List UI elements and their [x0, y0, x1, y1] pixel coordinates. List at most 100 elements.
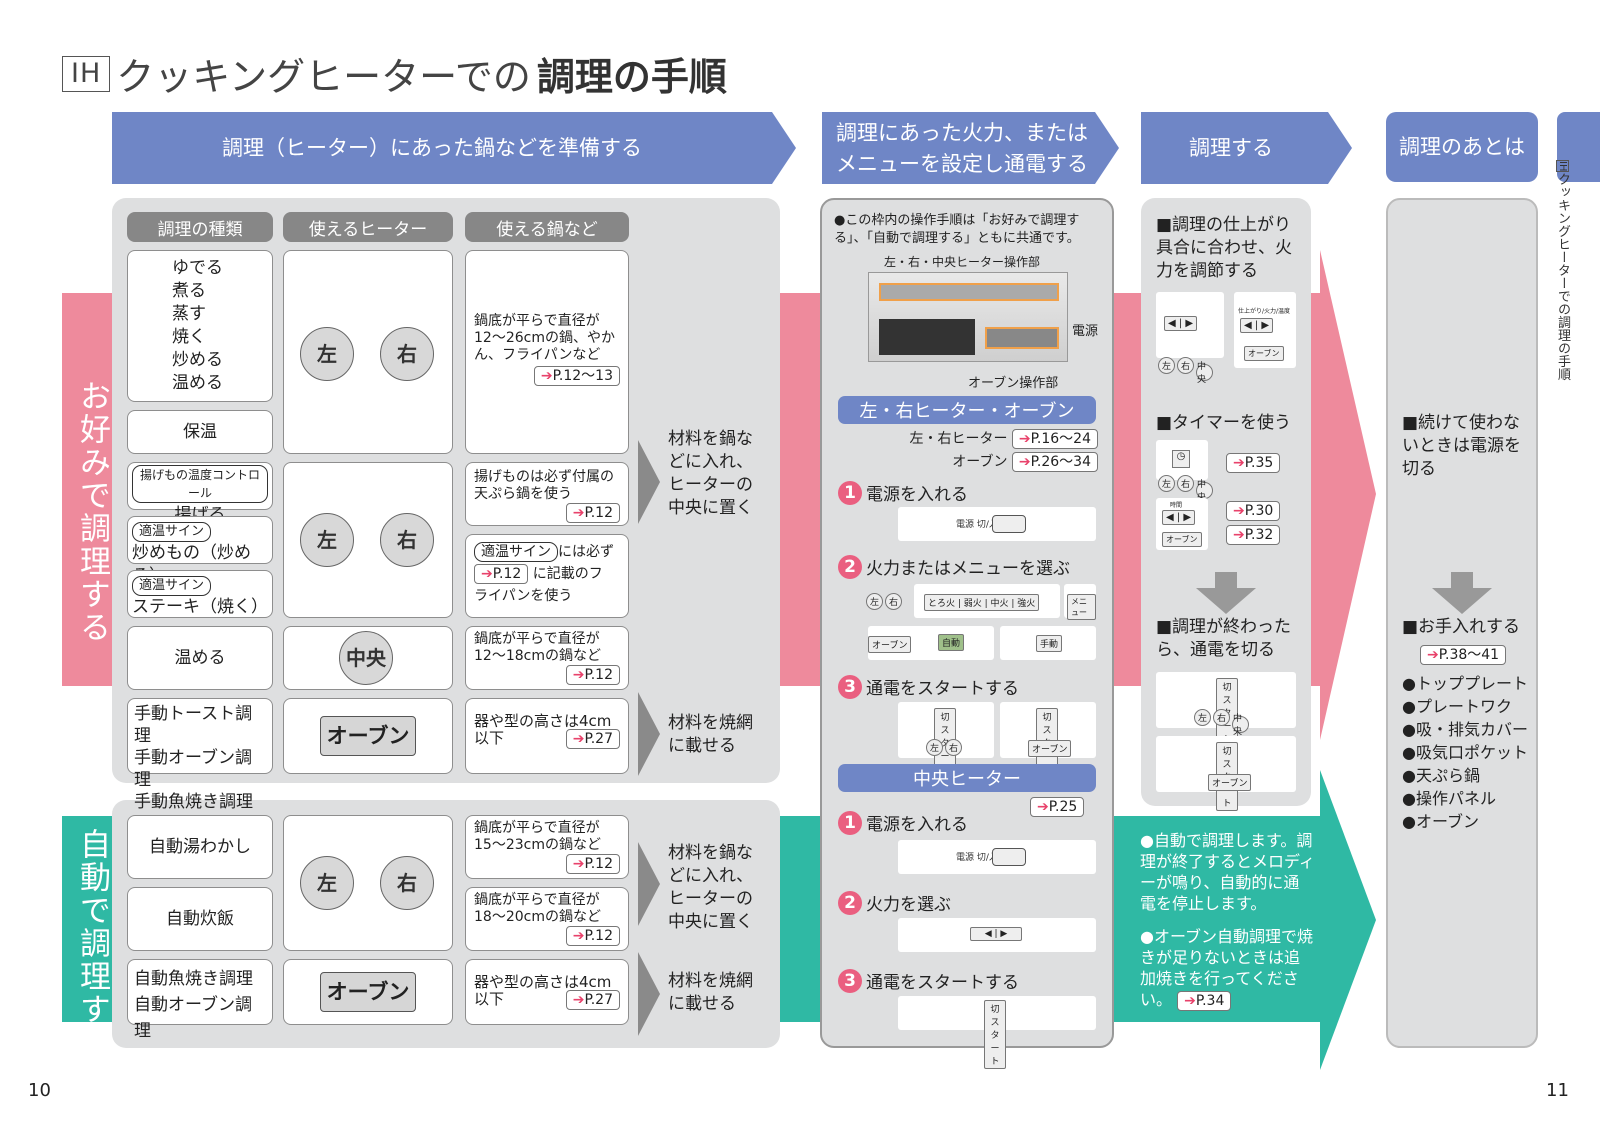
side-label-text: クッキングヒーターでの調理の手順 [1555, 172, 1570, 381]
header-step4: 調理のあとは [1386, 112, 1538, 182]
note-grill-1: 材料を焼網に載せる [668, 713, 753, 756]
step-text: 電源を入れる [866, 485, 968, 505]
auto-button[interactable]: 自動 [938, 634, 965, 651]
page-ref-text: P.26〜34 [1030, 454, 1091, 470]
center-select-button[interactable]: 中央 [1196, 362, 1213, 385]
type-item: 温める [172, 373, 223, 393]
step-number: 1 [838, 810, 862, 835]
page-ref[interactable]: ➔P.12 [474, 564, 529, 584]
timer-panel: ◷ [1156, 440, 1208, 480]
page-ref[interactable]: ➔P.12 [565, 665, 620, 685]
title-main: クッキングヒーターでの [116, 55, 531, 99]
oven-button[interactable]: オーブン [1162, 532, 1202, 547]
heater-cell-lr-2: 左 右 [283, 462, 453, 618]
type-cell-warm: 温める [127, 626, 273, 690]
pot-text: ライパンを使う [474, 588, 573, 604]
type-cell-manual-oven: 手動トースト調理 手動オーブン調理 手動魚焼き調理 [127, 698, 273, 812]
menu-button[interactable]: メニュー [1067, 594, 1096, 620]
page-ref[interactable]: ➔P.35 [1226, 453, 1281, 473]
type-item: 蒸す [172, 304, 206, 324]
power-button-label: 電源 切/入 [956, 853, 998, 863]
oven-button[interactable]: オーブン [868, 636, 912, 653]
pot-text: 鍋底が平らで直径が15〜23cmの鍋など [474, 820, 601, 853]
pot-cell-auto-rice: 鍋底が平らで直径が18〜20cmの鍋など ➔P.12 [465, 887, 629, 951]
heater-cell-oven: オーブン [283, 698, 453, 774]
page-ref[interactable]: ➔P.12 [565, 503, 620, 523]
power-button[interactable] [992, 515, 1026, 533]
clock-icon[interactable]: ◷ [1172, 450, 1190, 468]
right-select-button[interactable]: 右 [1213, 709, 1230, 726]
manual-button[interactable]: 手動 [1036, 635, 1063, 652]
page-ref[interactable]: ➔P.16〜24 [1011, 429, 1098, 449]
power-button[interactable] [992, 848, 1026, 866]
left-select-button[interactable]: 左 [1194, 709, 1211, 726]
heater-cell-lr-auto: 左 右 [283, 815, 453, 951]
step-number: 2 [838, 554, 862, 579]
power-button-panel-center: 電源 切/入 [898, 840, 1096, 874]
page-ref[interactable]: ➔P.25 [1030, 797, 1085, 817]
center-select-button[interactable]: 中央 [1196, 480, 1213, 503]
fire-adjust-button[interactable]: ◀ | ▶ [1164, 316, 1198, 331]
page-ref[interactable]: ➔P.32 [1226, 525, 1281, 545]
stop-panel-oven: 切 スタート オーブン [1156, 736, 1296, 811]
page-ref[interactable]: ➔P.38〜41 [1420, 645, 1507, 665]
heater-right-icon: 右 [380, 327, 434, 381]
left-select-button[interactable]: 左 [926, 739, 943, 756]
page-ref[interactable]: ➔P.34 [1177, 991, 1232, 1011]
pot-text: 鍋底が平らで直径が12〜26cmの鍋、やかん、フライパンなど [474, 313, 615, 363]
manual-panel: 手動 [1000, 626, 1096, 660]
left-select-button[interactable]: 左 [866, 593, 883, 610]
page-ref[interactable]: ➔P.26〜34 [1011, 452, 1098, 472]
page-ref[interactable]: ➔P.30 [1226, 501, 1281, 521]
oven-button[interactable]: オーブン [1028, 740, 1072, 757]
page-ref[interactable]: ➔P.12 [565, 854, 620, 874]
pot-text: 揚げものは必ず付属の天ぷら鍋を使う [474, 469, 614, 502]
oven-button[interactable]: オーブン [1244, 346, 1284, 361]
right-select-button[interactable]: 右 [1177, 475, 1194, 492]
page-number-right: 11 [1546, 1080, 1569, 1101]
type-cell-fry: 揚げもの温度コントロール 揚げる [127, 462, 273, 525]
center-select-button[interactable]: 中央 [1232, 714, 1249, 737]
side-label: IHクッキングヒーターでの調理の手順 [1553, 160, 1572, 380]
page-ref-text: P.12 [584, 505, 613, 521]
left-select-button[interactable]: 左 [1158, 475, 1175, 492]
heater-right-icon: 右 [380, 513, 434, 567]
page-ref-text: P.12 [492, 566, 522, 582]
step-text: 火力またはメニューを選ぶ [866, 559, 1070, 579]
flow-arrow [638, 440, 660, 524]
page-ref[interactable]: ➔P.27 [565, 990, 620, 1010]
start-button[interactable]: 切 スタート [984, 1000, 1006, 1069]
page-ref[interactable]: ➔P.27 [565, 729, 620, 749]
auto-note-2-text: ●オーブン自動調理で焼きが足りないときは追加焼きを行ってください。 [1140, 927, 1314, 1009]
temp-sign-tag: 適温サイン [132, 576, 212, 596]
title-bold: 調理の手順 [536, 55, 727, 99]
page-ref[interactable]: ➔P.12 [565, 926, 620, 946]
finish-adjust-button[interactable]: ◀ | ▶ [1240, 318, 1274, 333]
right-select-button[interactable]: 右 [945, 739, 962, 756]
timer-adjust-button[interactable]: ◀ | ▶ [1162, 510, 1196, 525]
fire-level-panel: とろ火 | 弱火 | 中火 | 強火 [914, 584, 1060, 618]
fire-level-buttons[interactable]: とろ火 | 弱火 | 中火 | 強火 [924, 594, 1040, 611]
right-select-button[interactable]: 右 [1177, 357, 1194, 374]
page-ref-text: P.12 [584, 928, 613, 944]
fire-adjust-button[interactable]: ◀ | ▶ [970, 927, 1022, 941]
right-select-button[interactable]: 右 [885, 593, 902, 610]
left-select-button[interactable]: 左 [1158, 357, 1175, 374]
header-arrow-3 [1141, 112, 1352, 184]
power-off-text: ■続けて使わないときは電源を切る [1402, 413, 1521, 479]
oven-button[interactable]: オーブン [1208, 774, 1252, 791]
power-button-label: 電源 切/入 [956, 520, 998, 530]
finish-label: 仕上がり/火力/温度 [1238, 308, 1291, 315]
sub-header-center: 中央ヒーター [838, 764, 1096, 792]
page-ref-text: P.30 [1244, 503, 1274, 519]
ref-label: オーブン [952, 454, 1008, 470]
page-ref[interactable]: ➔P.12〜13 [533, 366, 620, 386]
jido-arrowhead [1320, 770, 1376, 1070]
pot-text: 鍋底が平らで直径が12〜18cmの鍋など [474, 631, 601, 664]
oven-heater-icon: オーブン [320, 716, 416, 756]
step-text: 通電をスタートする [866, 973, 1019, 993]
type-item: 焼く [172, 327, 206, 347]
oven-auto-panel: オーブン 自動 [868, 626, 994, 660]
